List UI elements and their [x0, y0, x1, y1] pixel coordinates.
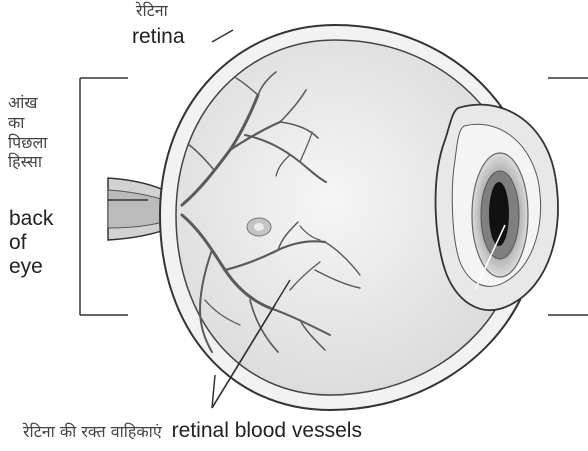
- back-of-eye-label-hindi: आंख का पिछला हिस्सा: [8, 95, 47, 171]
- retina-label-hindi: रेटिना: [136, 3, 168, 20]
- blood-vessels-label: रेटिना की रक्त वाहिकाएं retinal blood ve…: [23, 420, 362, 442]
- back-en-line-2: of: [9, 232, 53, 254]
- back-hi-line-1: आंख: [8, 95, 47, 112]
- blood-vessels-label-hindi: रेटिना की रक्त वाहिकाएं: [23, 422, 162, 441]
- back-hi-line-3: पिछला: [8, 135, 47, 152]
- macula: [247, 218, 271, 236]
- back-en-line-3: eye: [9, 256, 53, 278]
- back-hi-line-2: का: [8, 115, 47, 132]
- blood-vessels-label-english: retinal blood vessels: [172, 419, 362, 442]
- retina-label: retina: [132, 26, 185, 48]
- back-hi-line-4: हिस्सा: [8, 154, 47, 171]
- back-en-line-1: back: [9, 208, 53, 230]
- back-of-eye-label: back of eye: [9, 208, 53, 278]
